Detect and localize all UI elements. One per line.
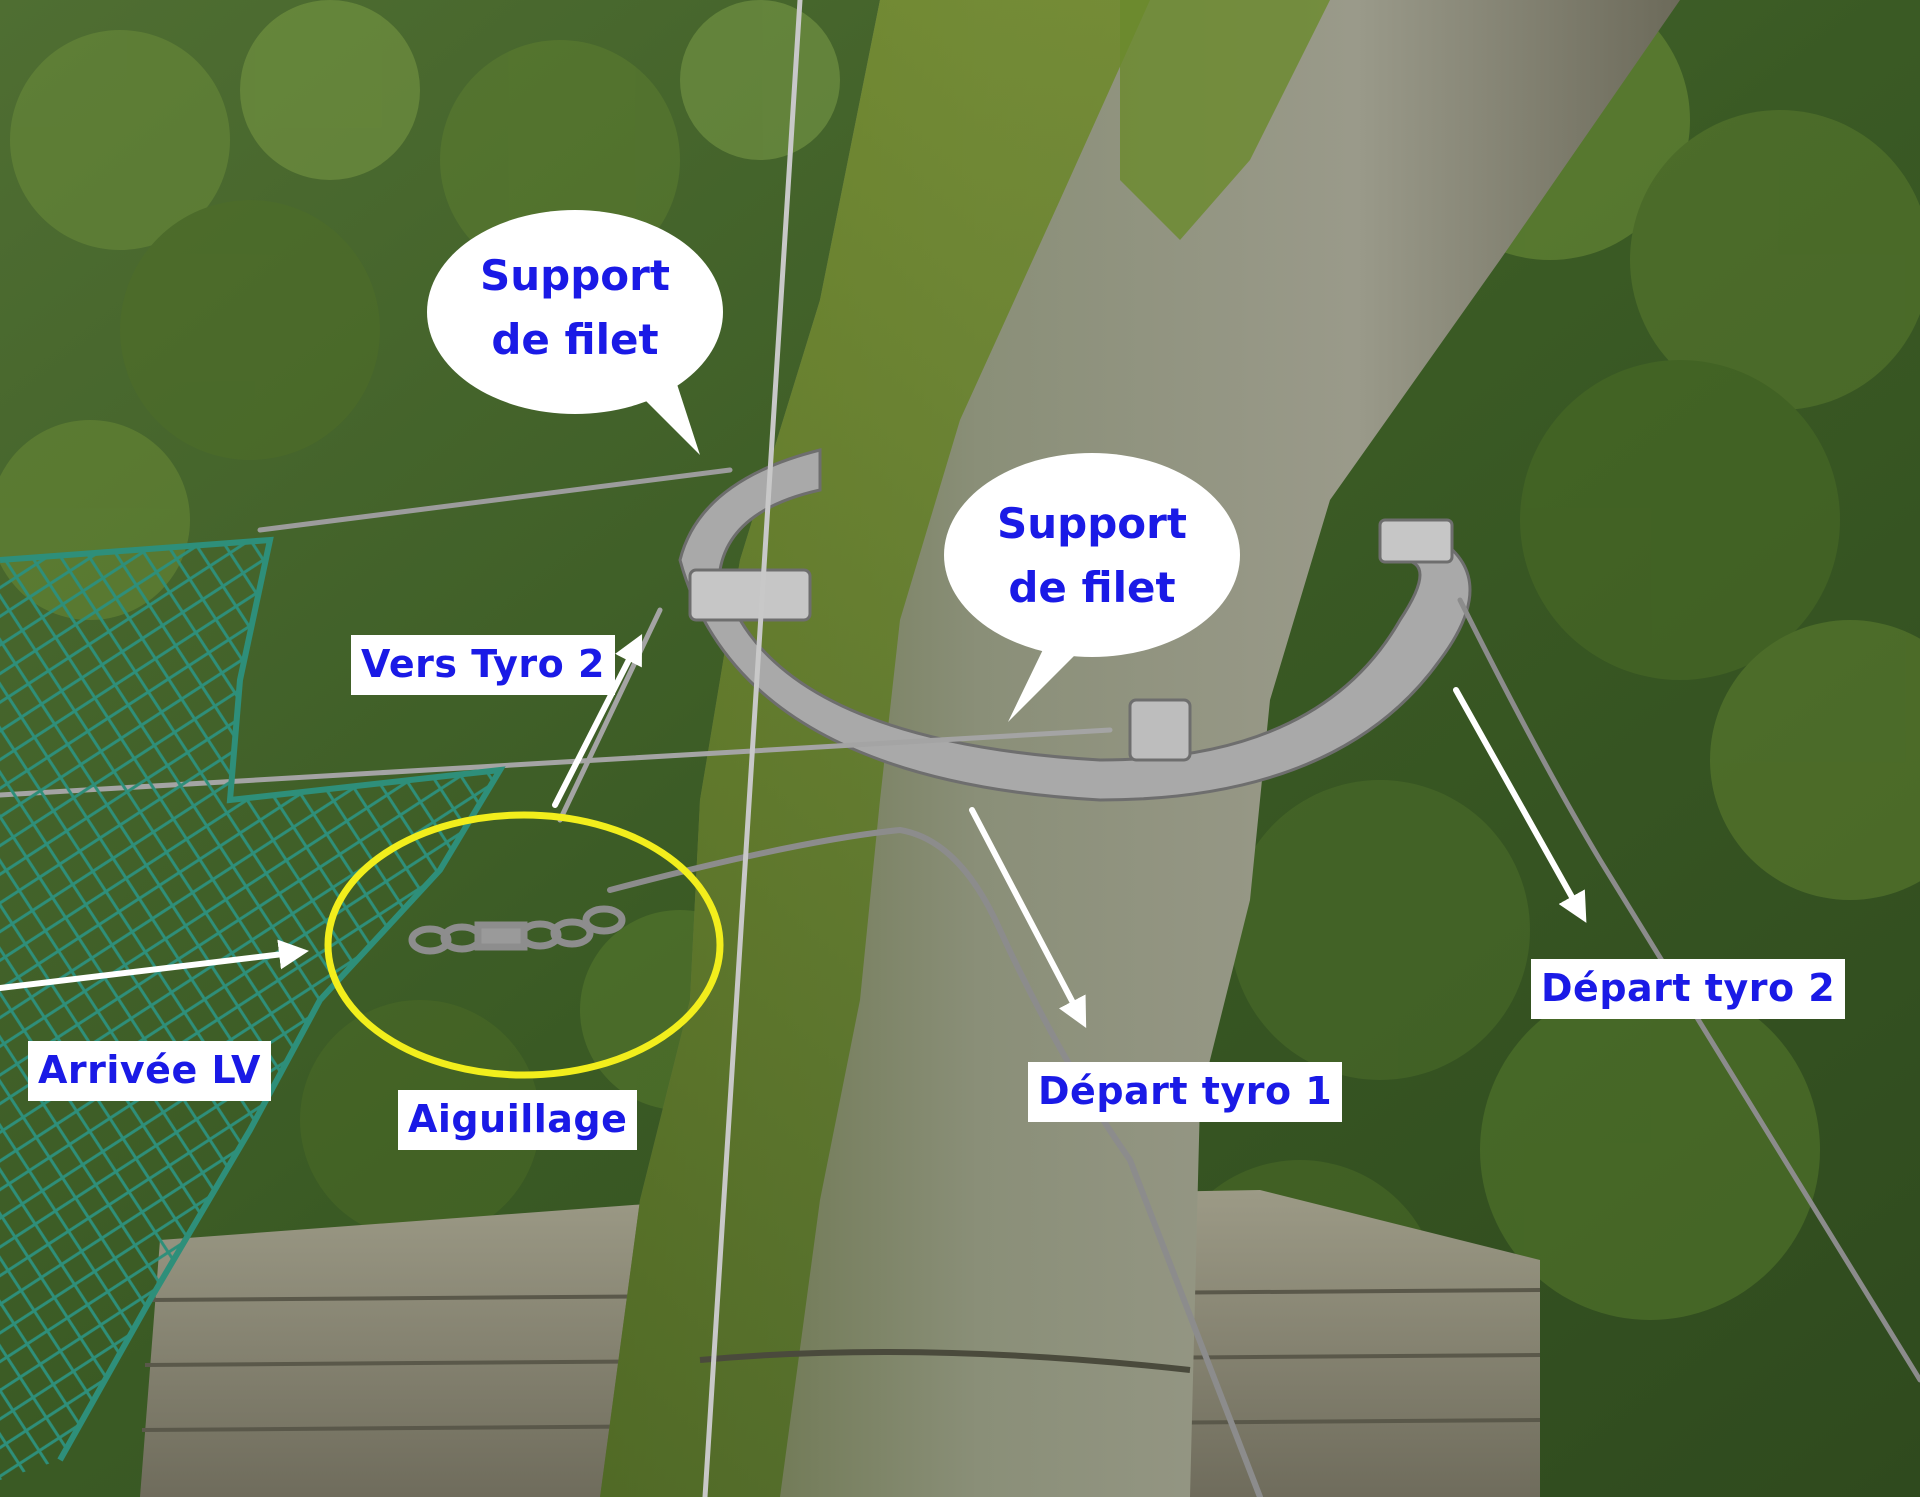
label-depart-tyro-1: Départ tyro 1	[1028, 1062, 1343, 1122]
arrow-arrivee-lv	[0, 939, 309, 991]
label-aiguillage: Aiguillage	[398, 1090, 638, 1150]
bubble-left-text: Support de filet	[440, 244, 710, 372]
label-depart-tyro-2: Départ tyro 2	[1531, 959, 1846, 1019]
white-arrow-icon	[0, 633, 1587, 1028]
label-vers-tyro-2: Vers Tyro 2	[351, 635, 615, 695]
arrow-depart-tyro-2	[1453, 687, 1587, 923]
bubble-left-line-2: de filet	[491, 315, 659, 364]
speech-bubble-center	[944, 453, 1240, 722]
bubble-center-line-1: Support	[997, 499, 1187, 548]
bubble-center-line-2: de filet	[1008, 563, 1176, 612]
arrow-depart-tyro-1	[969, 807, 1087, 1028]
bubble-center-text: Support de filet	[957, 492, 1227, 620]
bubble-left-line-1: Support	[480, 251, 670, 300]
steel-collar	[678, 448, 1472, 802]
arrow-vers-tyro-2	[552, 633, 643, 808]
speech-bubble-left	[427, 210, 723, 455]
label-arrivee-lv: Arrivée LV	[28, 1041, 271, 1101]
switch-chain	[408, 905, 626, 955]
yellow-ellipse-icon	[324, 811, 724, 1079]
